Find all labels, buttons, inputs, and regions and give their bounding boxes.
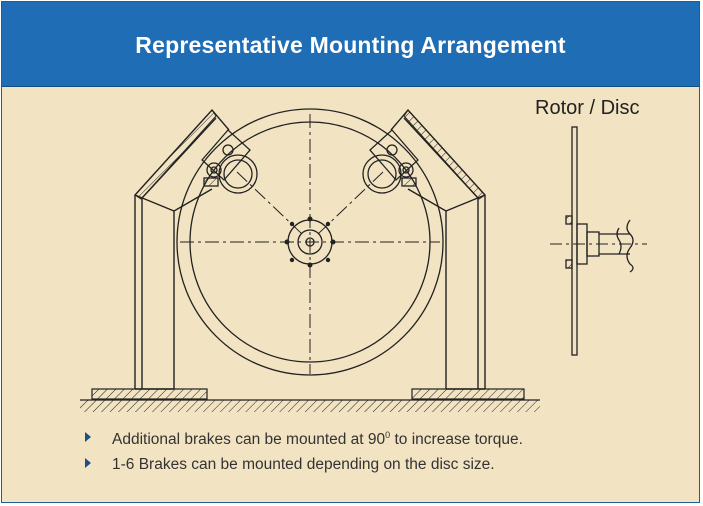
- rotor-side-view: [550, 126, 647, 356]
- note-superscript: 0: [385, 430, 391, 440]
- bullet-arrow-icon: [85, 432, 91, 442]
- ground-hatching: [80, 399, 540, 412]
- note-text-before: Additional brakes can be mounted at 90: [112, 431, 386, 449]
- left-beam-hatch: [134, 109, 217, 200]
- centerlines: [180, 114, 440, 374]
- mounting-drawing: [80, 108, 647, 412]
- left-base-plate: [91, 388, 208, 400]
- left-brake-caliper: [201, 129, 258, 194]
- note-item: Additional brakes can be mounted at 900 …: [85, 430, 523, 449]
- right-base-plate: [411, 388, 525, 400]
- right-brake-caliper: [362, 129, 419, 194]
- bullet-arrow-icon: [85, 458, 91, 468]
- note-text-after: to increase torque.: [390, 431, 523, 449]
- panel-header: Representative Mounting Arrangement: [2, 2, 699, 87]
- note-item: 1-6 Brakes can be mounted depending on t…: [85, 456, 495, 474]
- panel-title: Representative Mounting Arrangement: [135, 32, 566, 58]
- right-beam-hatch: [403, 109, 486, 200]
- note-text-before: 1-6 Brakes can be mounted depending on t…: [112, 456, 495, 473]
- rotor-disc-label: Rotor / Disc: [535, 97, 640, 119]
